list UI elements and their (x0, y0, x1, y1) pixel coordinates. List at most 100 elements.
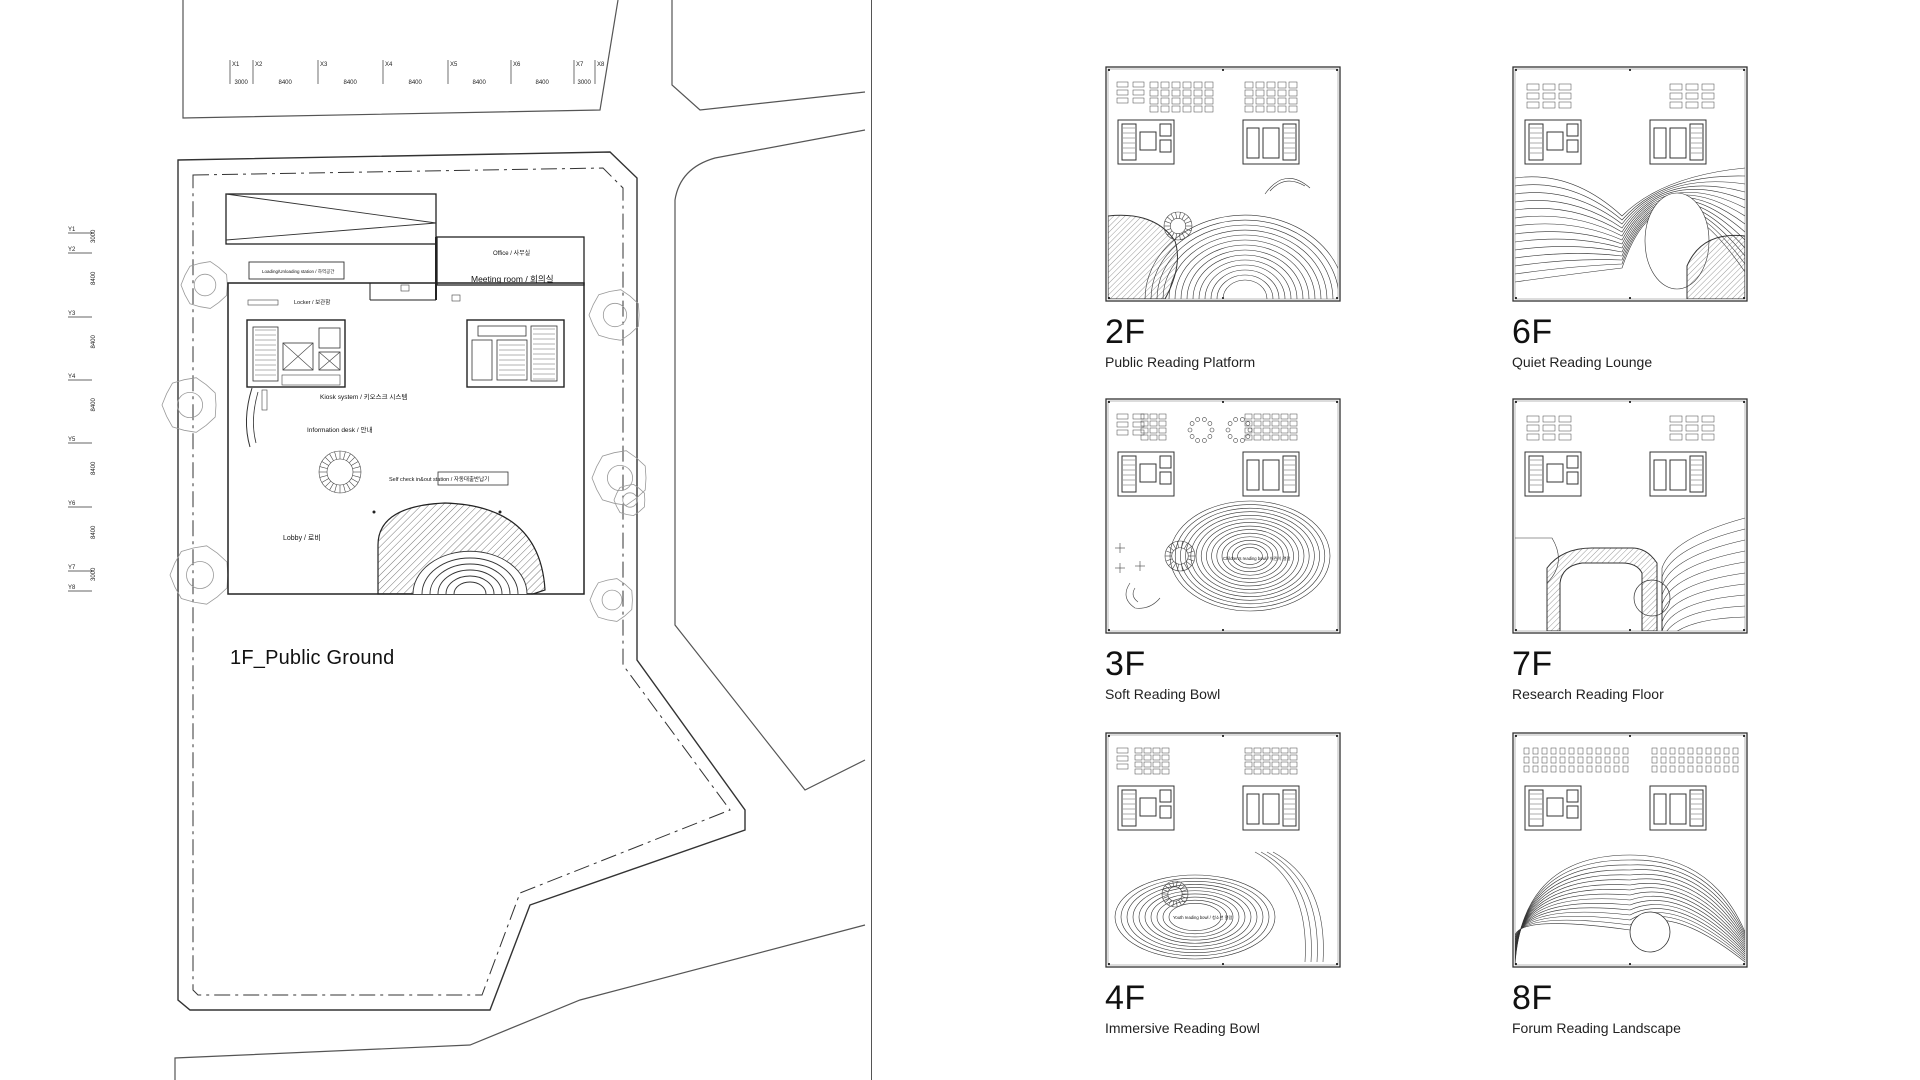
grid-x-dimension: 8400 (344, 80, 358, 86)
seating-ring (1225, 417, 1253, 443)
grid-x-label: X2 (255, 62, 263, 68)
core-right (1242, 785, 1300, 831)
grid-x-label: X4 (385, 62, 393, 68)
reading-table-group (1116, 81, 1145, 104)
grid-y-label: Y6 (68, 501, 76, 507)
floor-number: 8F (1512, 979, 1553, 1017)
floor-4f-drawing: Youth reading bowl / 청소년 열람 (1105, 732, 1341, 968)
grid-y-dimension: 3000 (91, 229, 97, 243)
grid-y-label: Y2 (68, 247, 76, 253)
floor-3f-drawing: Children's reading bowl / 어린이 열람 (1105, 398, 1341, 634)
grid-x-label: X1 (232, 62, 240, 68)
tree-icon (591, 450, 647, 506)
grid-x-label: X8 (597, 62, 605, 68)
research-floor (1515, 517, 1745, 631)
bookshelf-group (1244, 413, 1298, 441)
core-left (1117, 785, 1175, 831)
street-blocks (174, 0, 866, 1080)
bookshelf-group (1669, 415, 1715, 441)
seating-ring (1187, 417, 1215, 443)
bookshelf-group (1526, 415, 1572, 441)
grid-x-dimension: 8400 (536, 80, 550, 86)
bookshelf-group (1140, 413, 1167, 441)
reading-table-group (1116, 747, 1129, 770)
core-left (1524, 451, 1582, 497)
tree-icon (589, 578, 633, 622)
spiral-stair (1164, 540, 1196, 572)
grid-y-dimension: 3000 (91, 567, 97, 581)
contour-lines (1144, 214, 1338, 299)
grid-y-label: Y3 (68, 311, 76, 317)
grid-y-axis: Y1Y2Y3Y4Y5Y6Y7Y8300084008400840084008400… (68, 227, 97, 592)
tree-icon (613, 483, 646, 517)
bookshelf-group (1149, 81, 1214, 113)
label-loading: Loading/Unloading station / 하역공간 (262, 268, 334, 275)
core-left (1117, 119, 1175, 165)
floor-6f-drawing (1512, 66, 1748, 302)
building-footprint (225, 193, 585, 595)
curved-shelves (1254, 851, 1324, 963)
grid-x-dimension: 3000 (235, 80, 249, 86)
grid-y-label: Y5 (68, 437, 76, 443)
core-left (1524, 785, 1582, 831)
grid-x-dimension: 8400 (473, 80, 487, 86)
core-right (1242, 451, 1300, 497)
immersive-bowl (1114, 874, 1276, 960)
core-right (1649, 451, 1707, 497)
floor-number: 6F (1512, 313, 1553, 351)
floor-name: Public Reading Platform (1105, 354, 1256, 370)
bookshelf-group (1526, 83, 1572, 109)
tree-icon (169, 545, 229, 605)
grid-x-label: X5 (450, 62, 458, 68)
floor-name: Quiet Reading Lounge (1512, 354, 1653, 370)
core-right (1649, 119, 1707, 165)
label-kiosk: Kiosk system / 키오스크 시스템 (320, 392, 407, 401)
grid-y-dimension: 8400 (91, 397, 97, 411)
core-left (1524, 119, 1582, 165)
grid-x-label: X6 (513, 62, 521, 68)
label-meeting-room: Meeting room / 회의실 (471, 274, 554, 284)
bowl-label: Children's reading bowl / 어린이 열람 (1223, 555, 1290, 562)
floor-name: Soft Reading Bowl (1105, 686, 1221, 702)
core-right (1242, 119, 1300, 165)
tree-icon (180, 261, 228, 309)
tree-symbols (161, 261, 647, 622)
label-lobby: Lobby / 로비 (283, 533, 321, 542)
grid-y-dimension: 8400 (91, 271, 97, 285)
bookshelf-group (1651, 747, 1739, 773)
grid-y-label: Y7 (68, 565, 76, 571)
grid-y-label: Y4 (68, 374, 76, 380)
reading-platform (1108, 214, 1338, 299)
label-office: Office / 사무실 (493, 249, 530, 257)
floor-2f-drawing (1105, 66, 1341, 302)
play-objects (1115, 543, 1161, 609)
bookshelf-group (1244, 81, 1298, 113)
floor-number: 4F (1105, 979, 1146, 1017)
floor-name: Forum Reading Landscape (1512, 1020, 1681, 1036)
bowl-label: Youth reading bowl / 청소년 열람 (1173, 914, 1233, 920)
contour-lines (1661, 517, 1745, 631)
bookshelf-group (1244, 747, 1298, 775)
grid-x-label: X7 (576, 62, 584, 68)
core-left (1117, 451, 1175, 497)
spiral-stair (1161, 880, 1189, 908)
label-locker: Locker / 보관함 (294, 298, 330, 306)
grid-y-dimension: 8400 (91, 525, 97, 539)
children-bowl (1169, 500, 1331, 612)
bookshelf-group (1523, 747, 1629, 773)
site-plan-title: 1F_Public Ground (230, 647, 395, 669)
floor-number: 3F (1105, 645, 1146, 683)
contour-lines (1114, 874, 1276, 960)
grid-x-dimension: 8400 (409, 80, 423, 86)
grid-y-dimension: 8400 (91, 334, 97, 348)
label-info-desk: Information desk / 안내 (307, 425, 372, 434)
room-labels: Office / 사무실 Meeting room / 회의실 Loading/… (262, 249, 554, 542)
floor-7f-drawing (1512, 398, 1748, 634)
contour-lines (1515, 854, 1745, 965)
grid-y-label: Y8 (68, 585, 76, 591)
floor-name: Research Reading Floor (1512, 686, 1664, 702)
floor-number: 2F (1105, 313, 1146, 351)
grid-x-dimension: 8400 (279, 80, 293, 86)
